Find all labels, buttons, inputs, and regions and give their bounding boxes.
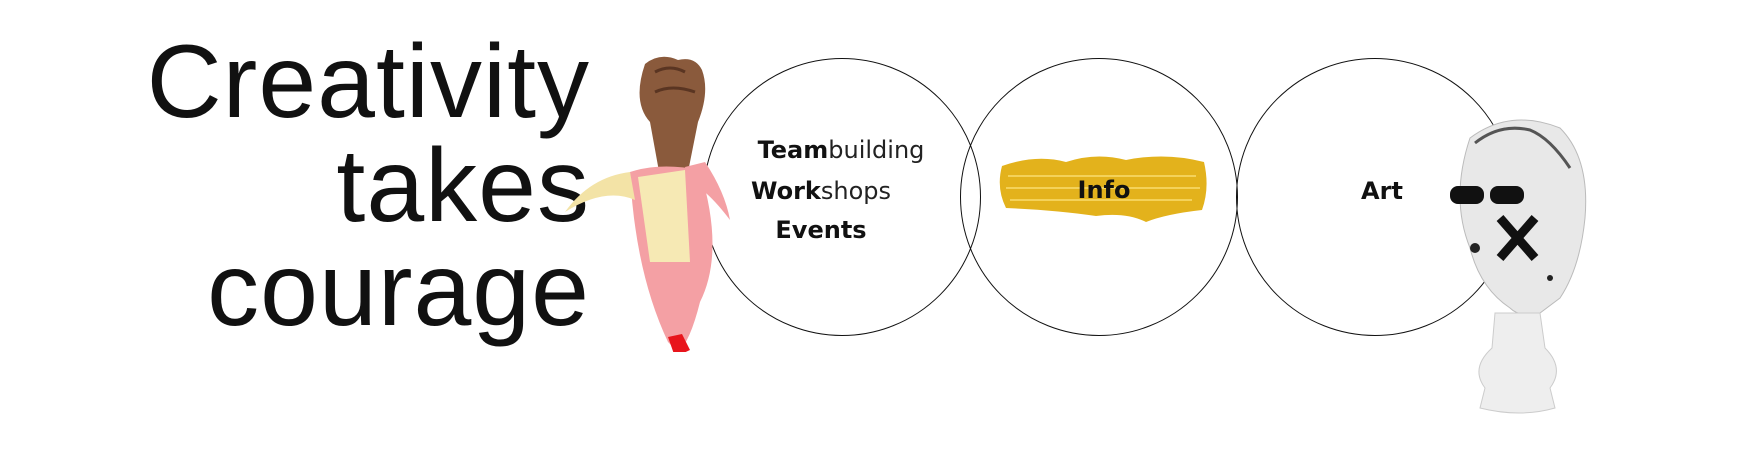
menu-item-teambuilding[interactable]: Teambuilding [758,136,925,164]
fist-banana-image [565,56,730,352]
headline-line-3: courage [207,232,590,348]
menu-item-art[interactable]: Art [1361,177,1403,205]
gold-brush-stroke [999,156,1207,222]
events-bold: Events [775,216,867,244]
teambuilding-light: building [828,136,925,164]
menu-item-info[interactable]: Info [1078,176,1131,204]
headline-line-2: takes [336,128,590,244]
menu-item-workshops[interactable]: Workshops [751,177,891,205]
workshops-light: shops [820,177,892,205]
headline-line-1: Creativity [146,24,590,140]
statue-bust-image [1450,119,1587,414]
headline: Creativity takes courage [147,30,590,342]
teambuilding-bold: Team [757,136,829,164]
menu-item-events[interactable]: Events [775,216,866,244]
art-label: Art [1361,177,1403,205]
info-label: Info [1077,176,1131,204]
workshops-bold: Work [750,177,821,205]
